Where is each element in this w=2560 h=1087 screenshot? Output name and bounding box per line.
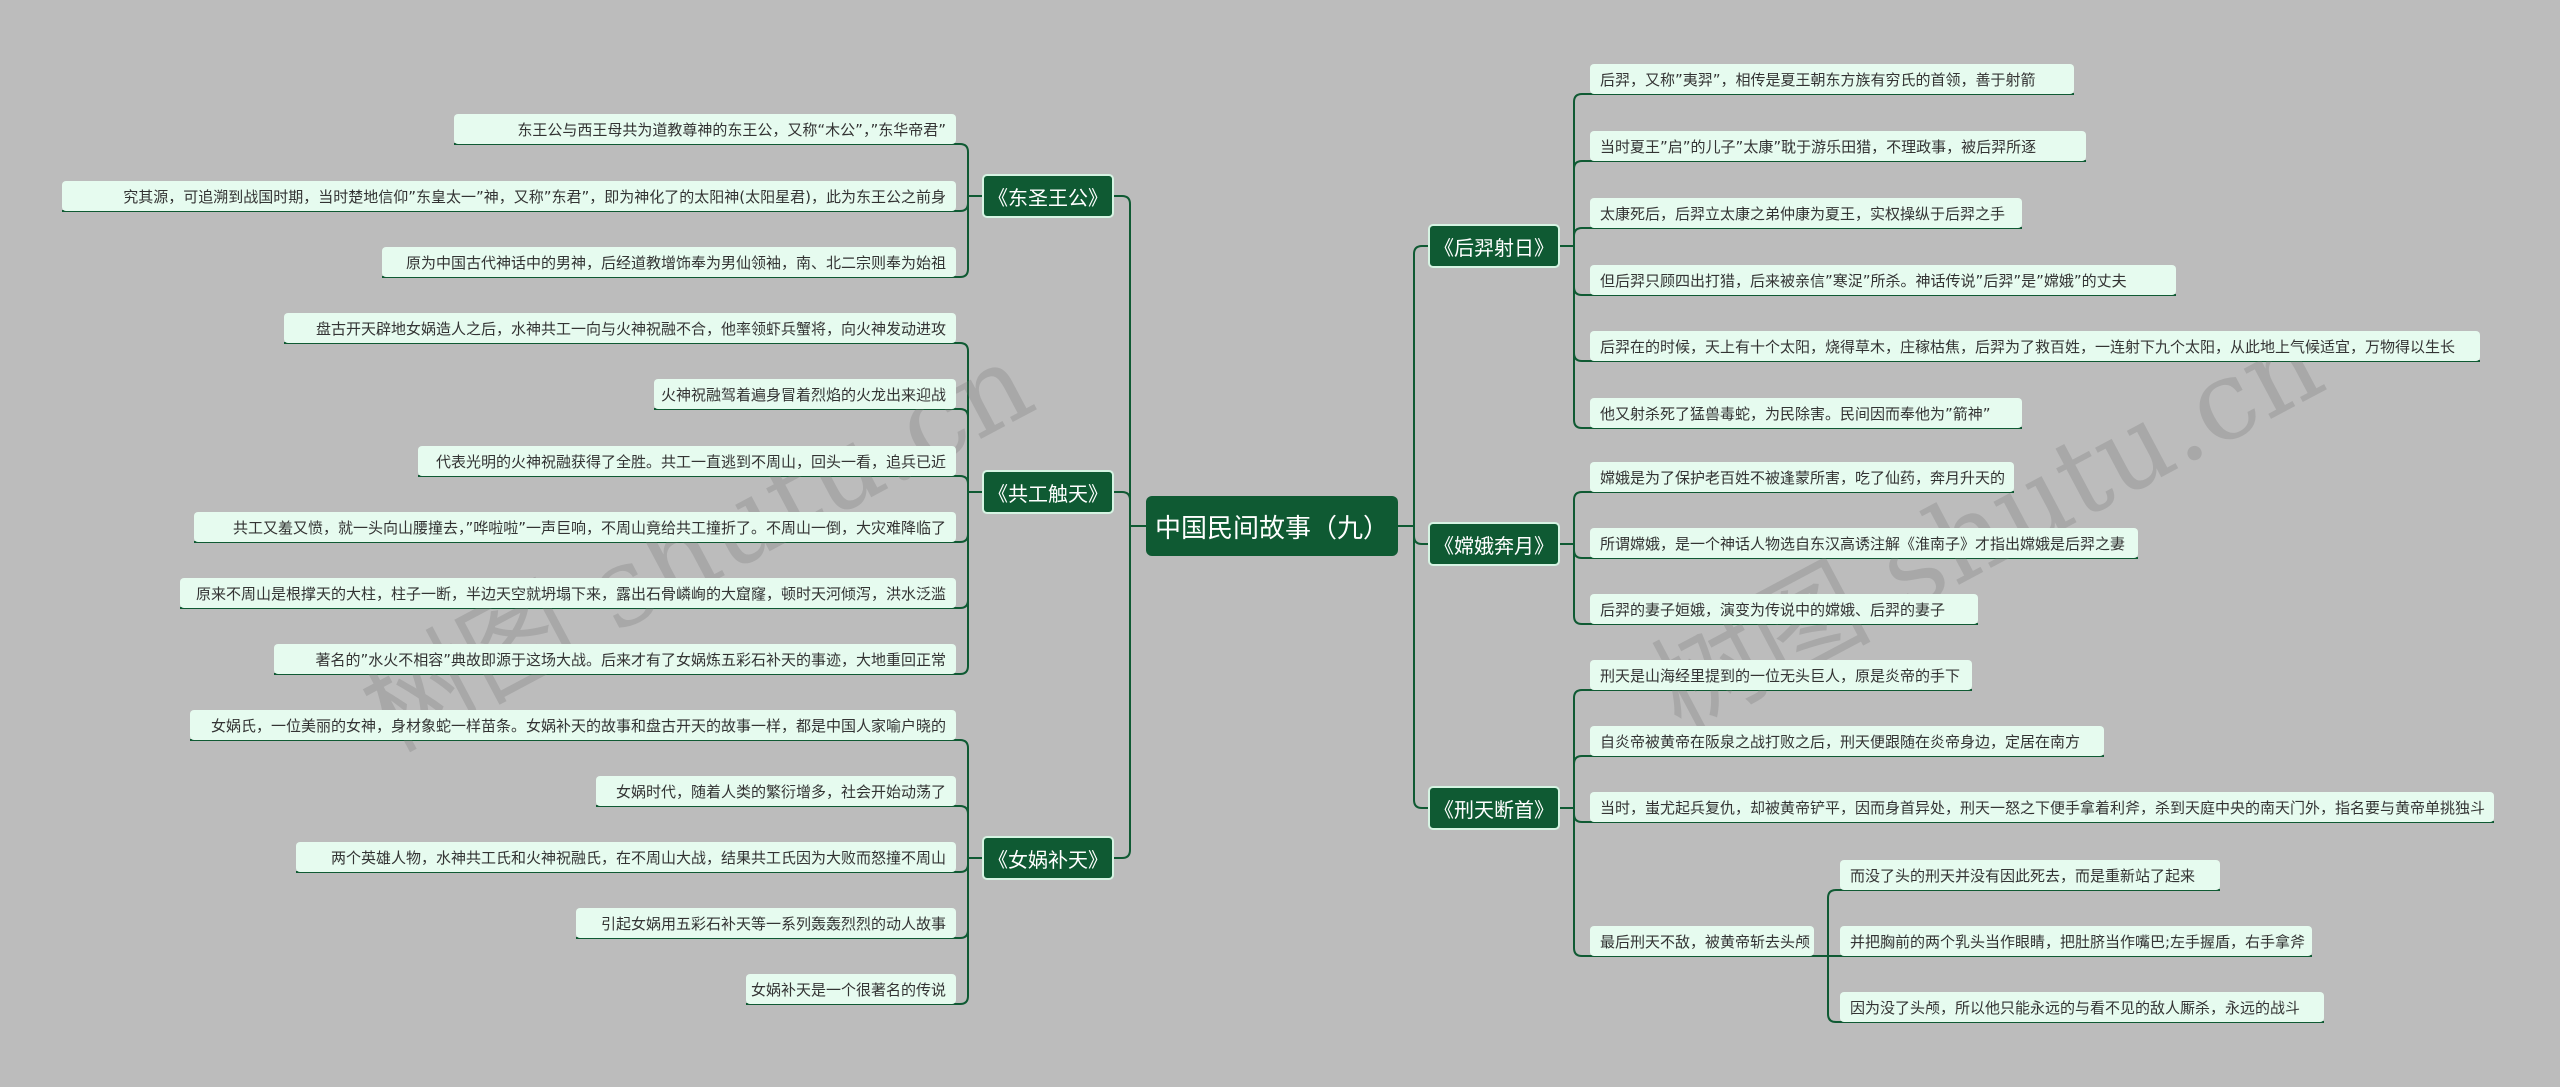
leaf-xingtian-sub-3[interactable]: 因为没了头颅，所以他只能永远的与看不见的敌人厮杀，永远的战斗	[1840, 992, 2324, 1022]
leaf-nvwa-3[interactable]: 两个英雄人物，水神共工氏和火神祝融氏，在不周山大战，结果共工氏因为大败而怒撞不周…	[296, 842, 956, 872]
nvwa-link-leaf-2	[596, 805, 969, 858]
leaf-dongsheng-1[interactable]: 东王公与西王母共为道教尊神的东王公，又称“木公”，”东华帝君”	[454, 114, 956, 144]
gonggong-link-leaf-6	[274, 492, 969, 675]
leaf-gonggong-4[interactable]: 共工又羞又愤，就一头向山腰撞去，”哗啦啦”一声巨响，不周山竟给共工撞折了。不周山…	[194, 512, 956, 542]
branch-houyi-sheri[interactable]: 《后羿射日》	[1428, 224, 1560, 268]
leaf-change-2[interactable]: 所谓嫦娥，是一个神话人物选自东汉高诱注解《淮南子》才指出嫦娥是后羿之妻	[1590, 528, 2138, 558]
gonggong-link-leaf-1	[284, 342, 969, 492]
xingtian-sub-link-1	[1827, 889, 2220, 956]
leaf-xingtian-sub-2[interactable]: 并把胸前的两个乳头当作眼睛，把肚脐当作嘴巴;左手握盾，右手拿斧	[1840, 926, 2312, 956]
leaf-xingtian-sub-1[interactable]: 而没了头的刑天并没有因此死去，而是重新站了起来	[1840, 860, 2220, 890]
nvwa-link-leaf-5	[746, 858, 969, 1005]
xingtian-link-leaf-4	[1573, 808, 1814, 957]
leaf-gonggong-3[interactable]: 代表光明的火神祝融获得了全胜。共工一直逃到不周山，回头一看，追兵已近	[418, 446, 956, 476]
leaf-gonggong-6[interactable]: 著名的”水火不相容”典故即源于这场大战。后来才有了女娲炼五彩石补天的事迹，大地重…	[274, 644, 956, 674]
houyi-link-leaf-2	[1573, 160, 2086, 246]
root-node[interactable]: 中国民间故事（九）	[1146, 496, 1398, 556]
root-link-right-3	[1398, 525, 1428, 809]
leaf-nvwa-2[interactable]: 女娲时代，随着人类的繁衍增多，社会开始动荡了	[596, 776, 956, 806]
root-link-left-2	[1114, 491, 1146, 527]
leaf-xingtian-3[interactable]: 当时，蚩尤起兵复仇，却被黄帝铲平，因而身首异处，刑天一怒之下便手拿着利斧，杀到天…	[1590, 792, 2494, 822]
leaf-houyi-6[interactable]: 他又射杀死了猛兽毒蛇，为民除害。民间因而奉他为”箭神”	[1590, 398, 2022, 428]
xingtian-link-leaf-1	[1573, 689, 1972, 808]
xingtian-sub-link-3	[1827, 956, 2324, 1023]
leaf-xingtian-4[interactable]: 最后刑天不敌，被黄帝斩去头颅	[1590, 926, 1814, 956]
gonggong-link-leaf-3	[418, 475, 969, 492]
dongsheng-link-leaf-1	[454, 143, 969, 196]
leaf-gonggong-2[interactable]: 火神祝融驾着遍身冒着烈焰的火龙出来迎战	[654, 379, 956, 409]
nvwa-link-leaf-1	[190, 739, 969, 858]
root-link-left-3	[1114, 525, 1146, 859]
leaf-change-3[interactable]: 后羿的妻子姮娥，演变为传说中的嫦娥、后羿的妻子	[1590, 594, 1978, 624]
branch-nvwa-butian[interactable]: 《女娲补天》	[982, 836, 1114, 880]
leaf-houyi-1[interactable]: 后羿，又称”夷羿”，相传是夏王朝东方族有穷氏的首领，善于射箭	[1590, 64, 2074, 94]
leaf-xingtian-1[interactable]: 刑天是山海经里提到的一位无头巨人，原是炎帝的手下	[1590, 660, 1972, 690]
houyi-link-leaf-6	[1573, 246, 2022, 429]
leaf-gonggong-5[interactable]: 原来不周山是根撑天的大柱，柱子一断，半边天空就坍塌下来，露出石骨嶙峋的大窟窿，顿…	[180, 578, 956, 608]
leaf-xingtian-2[interactable]: 自炎帝被黄帝在阪泉之战打败之后，刑天便跟随在炎帝身边，定居在南方	[1590, 726, 2104, 756]
leaf-nvwa-4[interactable]: 引起女娲用五彩石补天等一系列轰轰烈烈的动人故事	[576, 908, 956, 938]
root-link-left-1	[1114, 195, 1146, 527]
leaf-nvwa-5[interactable]: 女娲补天是一个很著名的传说	[746, 974, 956, 1004]
leaf-houyi-2[interactable]: 当时夏王”启”的儿子”太康”耽于游乐田猎，不理政事，被后羿所逐	[1590, 131, 2086, 161]
leaf-dongsheng-2[interactable]: 究其源，可追溯到战国时期，当时楚地信仰”东皇太一”神，又称”东君”，即为神化了的…	[62, 181, 956, 211]
leaf-change-1[interactable]: 嫦娥是为了保护老百姓不被逢蒙所害，吃了仙药，奔月升天的	[1590, 462, 2014, 492]
branch-dongsheng-wanggong[interactable]: 《东圣王公》	[982, 174, 1114, 218]
xingtian-link-leaf-2	[1573, 755, 2104, 808]
leaf-gonggong-1[interactable]: 盘古开天辟地女娲造人之后，水神共工一向与火神祝融不合，他率领虾兵蟹将，向火神发动…	[284, 313, 956, 343]
leaf-houyi-4[interactable]: 但后羿只顾四出打猎，后来被亲信”寒浞”所杀。神话传说”后羿”是”嫦娥”的丈夫	[1590, 265, 2176, 295]
dongsheng-link-leaf-3	[382, 196, 969, 278]
branch-xingtian-duanshou[interactable]: 《刑天断首》	[1428, 786, 1560, 830]
change-link-leaf-1	[1573, 491, 2014, 544]
leaf-houyi-3[interactable]: 太康死后，后羿立太康之弟仲康为夏王，实权操纵于后羿之手	[1590, 198, 2022, 228]
change-link-leaf-3	[1573, 544, 1978, 625]
leaf-nvwa-1[interactable]: 女娲氏，一位美丽的女神，身材象蛇一样苗条。女娲补天的故事和盘古开天的故事一样，都…	[190, 710, 956, 740]
leaf-houyi-5[interactable]: 后羿在的时候，天上有十个太阳，烧得草木，庄稼枯焦，后羿为了救百姓，一连射下九个太…	[1590, 331, 2480, 361]
houyi-link-leaf-3	[1573, 227, 2022, 246]
leaf-dongsheng-3[interactable]: 原为中国古代神话中的男神，后经道教增饰奉为男仙领袖，南、北二宗则奉为始祖	[382, 247, 956, 277]
branch-change-benyue[interactable]: 《嫦娥奔月》	[1428, 522, 1560, 566]
branch-gonggong-chutian[interactable]: 《共工触天》	[982, 470, 1114, 514]
houyi-link-leaf-1	[1573, 93, 2074, 246]
root-link-right-1	[1398, 245, 1428, 527]
gonggong-link-leaf-2	[654, 408, 969, 492]
